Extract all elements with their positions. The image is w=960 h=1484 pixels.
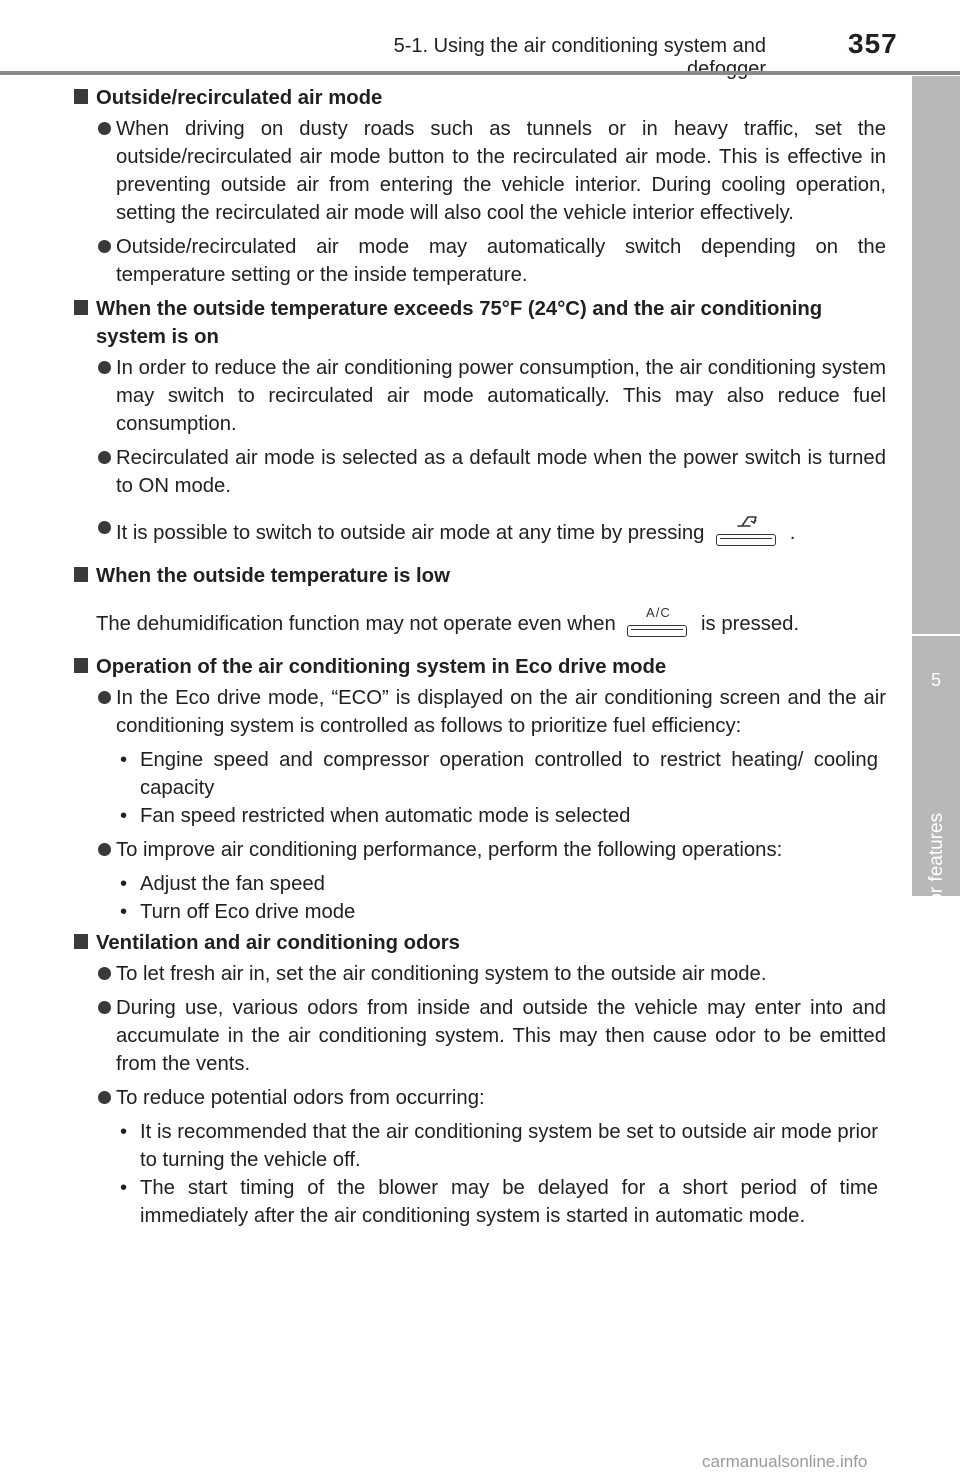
sub-item-text: Engine speed and compressor operation co…	[140, 749, 878, 799]
sub-item: • Turn off Eco drive mode	[74, 898, 886, 926]
sub-bullet-marker: •	[120, 901, 128, 923]
bullet-item: It is possible to switch to outside air …	[74, 514, 886, 548]
sub-item: • Fan speed restricted when automatic mo…	[74, 802, 886, 830]
bullet-text: To improve air conditioning performance,…	[116, 839, 783, 861]
chapter-number: 5	[930, 670, 941, 690]
chapter-title: Interior features	[926, 812, 947, 946]
round-bullet-icon	[98, 843, 111, 856]
header-rule	[0, 71, 960, 75]
round-bullet-icon	[98, 967, 111, 980]
round-bullet-icon	[98, 240, 111, 253]
heading-text: Operation of the air conditioning system…	[96, 656, 667, 678]
sub-item-text: It is recommended that the air condition…	[140, 1121, 878, 1171]
bullet-item: During use, various odors from inside an…	[74, 994, 886, 1078]
heading-text: Outside/recirculated air mode	[96, 87, 383, 109]
section-heading: When the outside temperature exceeds 75°…	[74, 295, 886, 351]
bullet-item: In order to reduce the air conditioning …	[74, 354, 886, 438]
paragraph-text-end: is pressed.	[701, 613, 800, 635]
round-bullet-icon	[98, 521, 111, 534]
square-bullet-icon	[74, 567, 88, 582]
sub-bullet-marker: •	[120, 1121, 128, 1143]
sub-item: • It is recommended that the air conditi…	[74, 1118, 886, 1174]
sub-item: • The start timing of the blower may be …	[74, 1174, 886, 1230]
paragraph-text: The dehumidification function may not op…	[96, 613, 616, 635]
round-bullet-icon	[98, 1001, 111, 1014]
bullet-text: During use, various odors from inside an…	[116, 997, 886, 1075]
ac-label: A/C	[646, 605, 671, 620]
sub-item-text: The start timing of the blower may be de…	[140, 1177, 878, 1227]
sub-item: • Engine speed and compressor operation …	[74, 746, 886, 802]
section-heading: Outside/recirculated air mode	[74, 84, 886, 112]
round-bullet-icon	[98, 451, 111, 464]
sub-item-text: Turn off Eco drive mode	[140, 901, 356, 923]
sub-bullet-marker: •	[120, 805, 128, 827]
bullet-text: Recirculated air mode is selected as a d…	[116, 447, 886, 497]
heading-text: When the outside temperature exceeds 75°…	[96, 298, 823, 348]
ac-button-icon: A/C	[625, 605, 691, 639]
bullet-text: In the Eco drive mode, “ECO” is displaye…	[116, 687, 886, 737]
round-bullet-icon	[98, 1091, 111, 1104]
bullet-item: To reduce potential odors from occurring…	[74, 1084, 886, 1112]
bullet-item: Recirculated air mode is selected as a d…	[74, 444, 886, 500]
section-heading: Operation of the air conditioning system…	[74, 653, 886, 681]
heading-text: When the outside temperature is low	[96, 565, 450, 587]
sub-bullet-marker: •	[120, 749, 128, 771]
watermark-text[interactable]: carmanualsonline.info	[702, 1452, 868, 1471]
section-heading: When the outside temperature is low	[74, 562, 886, 590]
side-tab-divider	[912, 634, 960, 636]
bullet-item: Outside/recirculated air mode may automa…	[74, 233, 886, 289]
bullet-text: It is possible to switch to outside air …	[116, 522, 705, 544]
bullet-text: Outside/recirculated air mode may automa…	[116, 236, 886, 286]
square-bullet-icon	[74, 300, 88, 315]
sub-item-text: Adjust the fan speed	[140, 873, 325, 895]
sub-bullet-marker: •	[120, 1177, 128, 1199]
heading-text: Ventilation and air conditioning odors	[96, 932, 460, 954]
bullet-item: When driving on dusty roads such as tunn…	[74, 115, 886, 227]
outside-air-mode-button-icon	[714, 514, 780, 548]
bullet-item: To improve air conditioning performance,…	[74, 836, 886, 864]
round-bullet-icon	[98, 361, 111, 374]
page-content: Outside/recirculated air mode When drivi…	[74, 84, 886, 1230]
bullet-text: To reduce potential odors from occurring…	[116, 1087, 485, 1109]
bullet-text: To let fresh air in, set the air conditi…	[116, 963, 767, 985]
button-base	[627, 625, 688, 637]
bullet-text: In order to reduce the air conditioning …	[116, 357, 886, 435]
sub-bullet-marker: •	[120, 873, 128, 895]
page-number: 357	[848, 28, 898, 59]
square-bullet-icon	[74, 934, 88, 949]
chapter-side-tab[interactable]: 5 Interior features	[912, 76, 960, 946]
button-base	[716, 534, 777, 546]
bullet-text-end: .	[789, 522, 796, 544]
sub-item-text: Fan speed restricted when automatic mode…	[140, 805, 631, 827]
round-bullet-icon	[98, 691, 111, 704]
bullet-item: To let fresh air in, set the air conditi…	[74, 960, 886, 988]
section-heading: Ventilation and air conditioning odors	[74, 929, 886, 957]
square-bullet-icon	[74, 89, 88, 104]
page-header: 5-1. Using the air conditioning system a…	[0, 0, 960, 80]
paragraph: The dehumidification function may not op…	[74, 605, 886, 639]
square-bullet-icon	[74, 658, 88, 673]
sub-item: • Adjust the fan speed	[74, 870, 886, 898]
round-bullet-icon	[98, 122, 111, 135]
bullet-item: In the Eco drive mode, “ECO” is displaye…	[74, 684, 886, 740]
bullet-text: When driving on dusty roads such as tunn…	[116, 118, 886, 224]
